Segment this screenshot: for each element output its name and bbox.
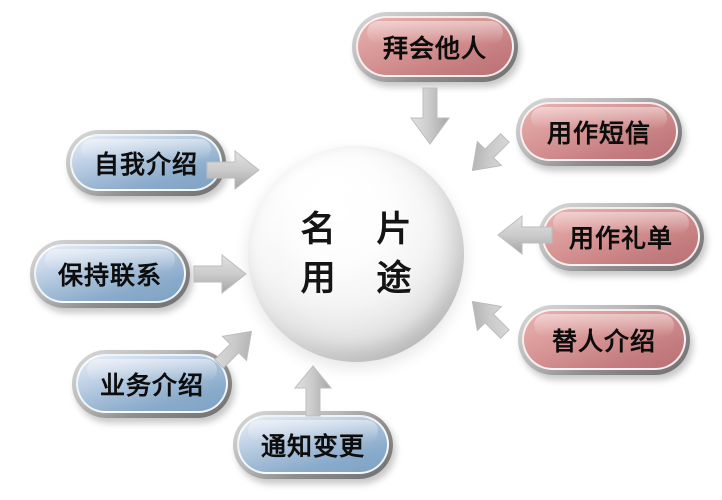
node-yong-zuo-li-dan[interactable]: 用作礼单 — [538, 203, 704, 271]
arrow-up-from-tong-zhi-bian-geng — [291, 365, 335, 418]
node-yong-zuo-duan-xin[interactable]: 用作短信 — [516, 98, 682, 166]
node-label: 保持联系 — [57, 263, 162, 290]
node-tong-zhi-bian-geng[interactable]: 通知变更 — [233, 411, 393, 479]
node-bao-chi-lian-xi[interactable]: 保持联系 — [30, 240, 190, 308]
center-label-line1: 名 片 — [300, 210, 428, 249]
arrow-up-right-from-ye-wu-jie-shao — [214, 326, 272, 382]
arrow-right-from-bao-chi-lian-xi — [192, 253, 248, 295]
node-ti-ren-jie-shao[interactable]: 替人介绍 — [518, 305, 690, 375]
arrow-down-left-from-yong-zuo-duan-xin — [466, 133, 524, 190]
node-label: 业务介绍 — [99, 373, 204, 400]
arrow-left-from-yong-zuo-li-dan — [496, 214, 554, 256]
center-sphere: 名 片 用 途 — [248, 146, 464, 362]
arrow-up-left-from-ti-ren-jie-shao — [466, 282, 524, 339]
node-label: 用作礼单 — [568, 226, 673, 253]
arrow-down-from-bai-hui-ta-ren — [408, 87, 452, 146]
node-label: 用作短信 — [546, 121, 651, 148]
node-zi-wo-jie-shao[interactable]: 自我介绍 — [66, 130, 226, 196]
node-bai-hui-ta-ren[interactable]: 拜会他人 — [352, 12, 518, 82]
arrow-right-from-zi-wo-jie-shao — [205, 149, 261, 191]
node-label: 通知变更 — [260, 434, 365, 461]
center-label-line2: 用 途 — [300, 259, 428, 298]
center-sphere-text: 名 片 用 途 — [248, 146, 464, 362]
node-label: 拜会他人 — [382, 36, 487, 63]
node-label: 自我介绍 — [93, 152, 198, 179]
node-label: 替人介绍 — [551, 329, 656, 356]
node-ye-wu-jie-shao[interactable]: 业务介绍 — [72, 350, 232, 418]
